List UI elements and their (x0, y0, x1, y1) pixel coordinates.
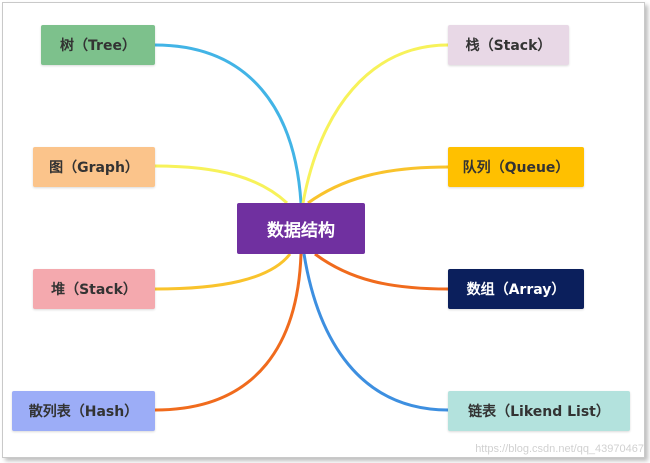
watermark-text: https://blog.csdn.net/qq_43970467 (475, 443, 644, 455)
link-graph (154, 164, 289, 205)
node-linkedlist[interactable]: 链表（Likend List） (448, 391, 630, 431)
node-heap[interactable]: 堆（Stack） (33, 269, 155, 309)
link-hash (154, 253, 303, 412)
node-array[interactable]: 数组（Array） (448, 269, 584, 309)
link-array (314, 252, 449, 291)
link-stack (301, 43, 449, 204)
link-heap (154, 253, 292, 291)
node-hash[interactable]: 散列表（Hash） (12, 391, 155, 431)
link-tree (154, 43, 303, 204)
link-queue (307, 165, 449, 205)
center-topic[interactable]: 数据结构 (237, 203, 365, 254)
node-stack[interactable]: 栈（Stack） (448, 25, 569, 65)
node-graph[interactable]: 图（Graph） (33, 147, 155, 187)
node-queue[interactable]: 队列（Queue） (448, 147, 584, 187)
link-linkedlist (302, 253, 449, 412)
node-tree[interactable]: 树（Tree） (41, 25, 155, 65)
